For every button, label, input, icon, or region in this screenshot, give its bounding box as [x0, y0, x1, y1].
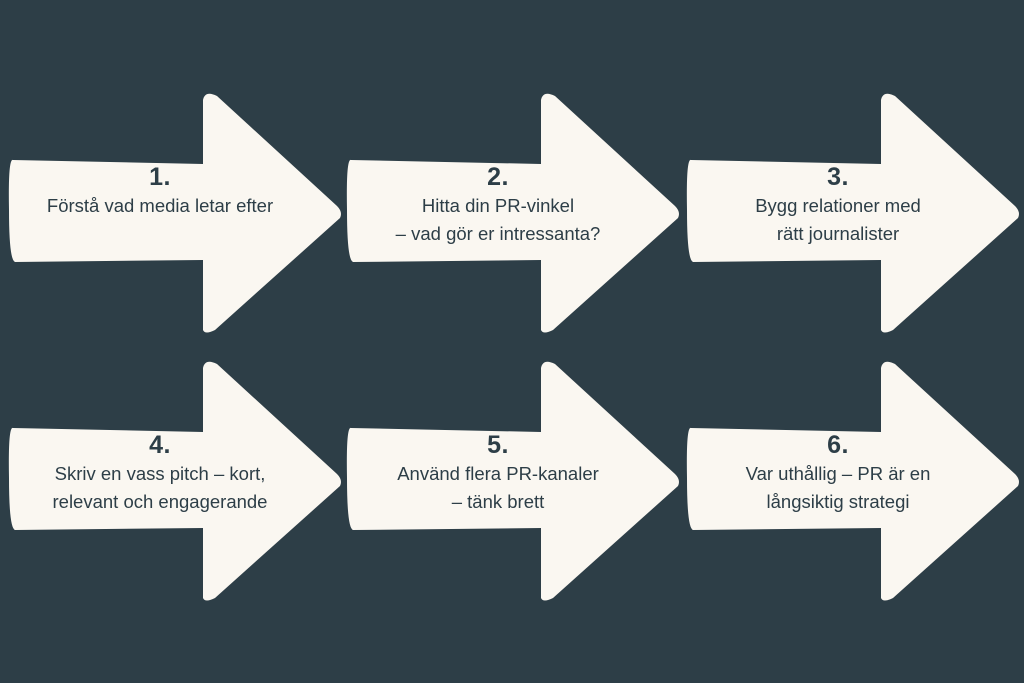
- step-arrow-2: 2. Hitta din PR-vinkel – vad gör er intr…: [343, 90, 683, 335]
- step-text: Bygg relationer med rätt journalister: [755, 195, 921, 244]
- arrow-shape: [346, 361, 679, 601]
- step-arrow-4: 4. Skriv en vass pitch – kort, relevant …: [5, 358, 345, 603]
- step-number: 5.: [487, 431, 509, 459]
- arrow-shape: [8, 361, 341, 601]
- step-number: 6.: [827, 431, 849, 459]
- step-text: Hitta din PR-vinkel – vad gör er intress…: [395, 195, 601, 244]
- step-text: Skriv en vass pitch – kort, relevant och…: [52, 463, 268, 512]
- step-text: Var uthållig – PR är en långsiktig strat…: [745, 463, 931, 512]
- step-number: 4.: [149, 431, 171, 459]
- arrow-shape: [686, 361, 1019, 601]
- step-number: 1.: [149, 163, 171, 191]
- step-arrow-3: 3. Bygg relationer med rätt journalister: [683, 90, 1023, 335]
- step-number: 3.: [827, 163, 849, 191]
- arrow-shape: [686, 93, 1019, 333]
- arrow-shape: [346, 93, 679, 333]
- step-arrow-6: 6. Var uthållig – PR är en långsiktig st…: [683, 358, 1023, 603]
- step-arrow-5: 5. Använd flera PR-kanaler – tänk brett: [343, 358, 683, 603]
- step-arrow-1: 1. Förstå vad media letar efter: [5, 90, 345, 335]
- step-number: 2.: [487, 163, 509, 191]
- arrow-shape: [8, 93, 341, 333]
- step-text: Använd flera PR-kanaler – tänk brett: [397, 463, 599, 512]
- step-text: Förstå vad media letar efter: [46, 195, 274, 216]
